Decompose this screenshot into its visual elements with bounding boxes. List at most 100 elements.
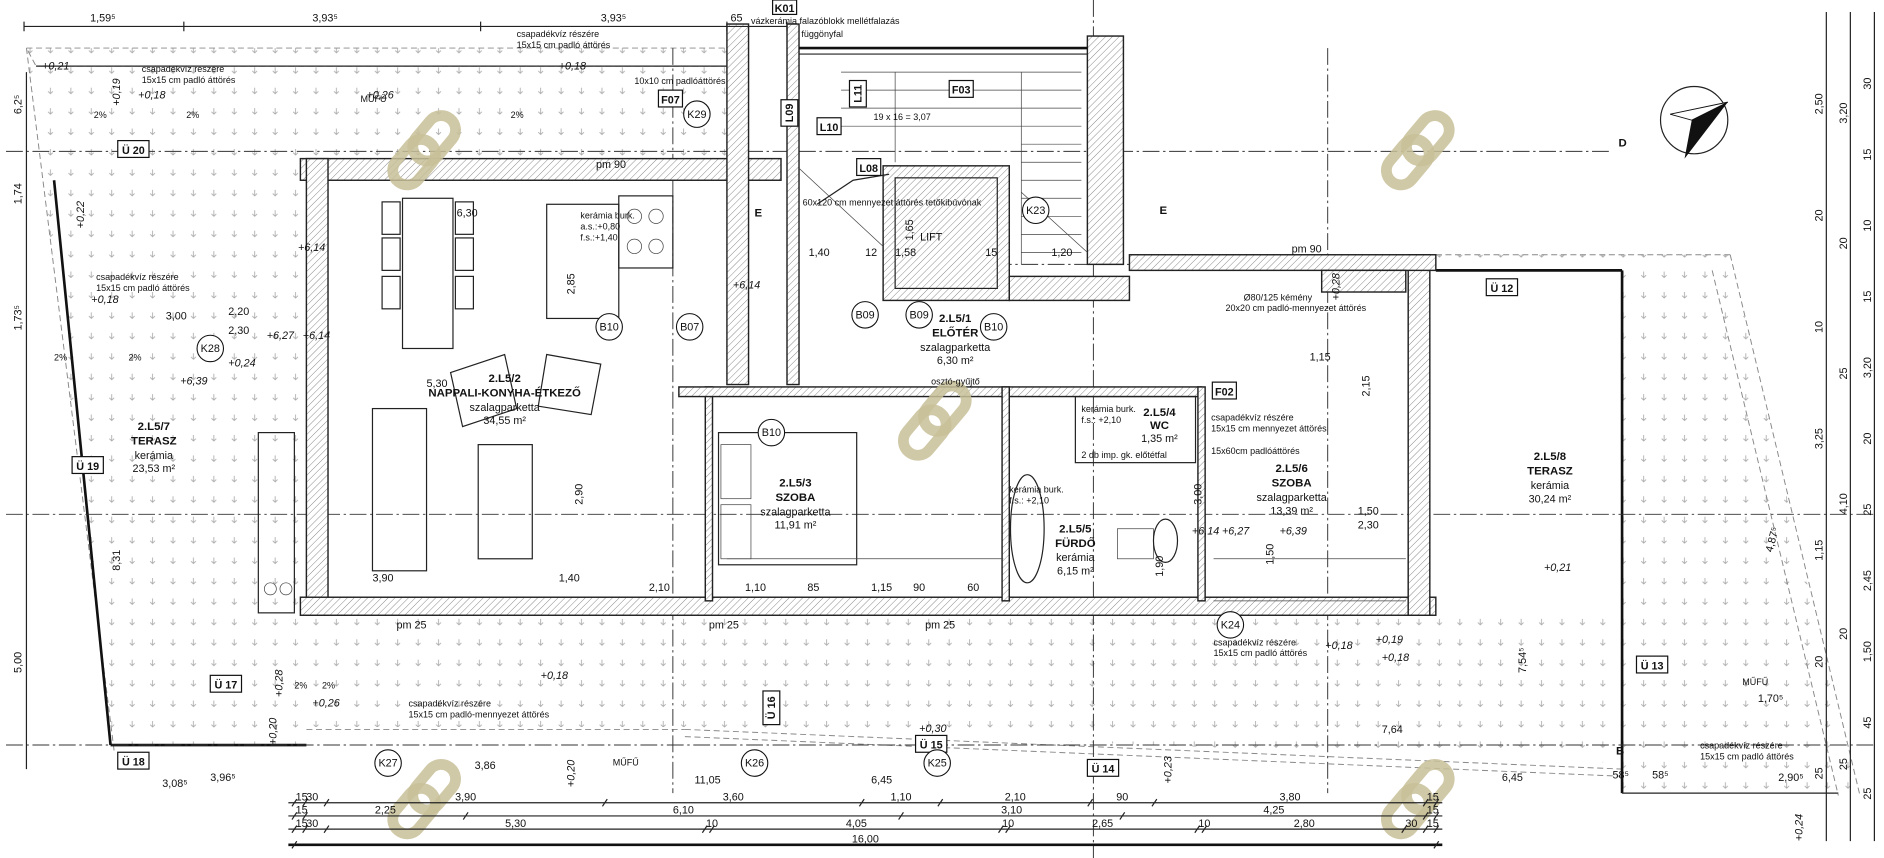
svg-text:1,59⁵: 1,59⁵: [90, 13, 115, 25]
svg-text:1,65: 1,65: [904, 219, 916, 240]
svg-text:K28: K28: [201, 343, 220, 355]
svg-text:2%: 2%: [294, 681, 307, 691]
dimension-label: 15: [1427, 818, 1439, 830]
svg-text:2.L5/7: 2.L5/7: [138, 421, 170, 433]
svg-text:2.L5/6: 2.L5/6: [1275, 463, 1307, 475]
svg-text:MŰFŰ: MŰFŰ: [360, 94, 386, 104]
dimension-label: 4,05: [846, 818, 867, 830]
dimension-tick: [898, 812, 904, 820]
dimension-tick: [1401, 825, 1408, 834]
svg-text:csapadékvíz részére: csapadékvíz részére: [142, 64, 225, 74]
svg-text:+0,18: +0,18: [559, 61, 586, 73]
dimension-label: 25: [1814, 767, 1826, 779]
svg-text:Ü 15: Ü 15: [920, 739, 943, 752]
svg-text:pm 25: pm 25: [925, 619, 955, 631]
dimension-tick: [1194, 825, 1201, 834]
svg-text:2.L5/5: 2.L5/5: [1059, 523, 1092, 535]
top-dimension-line: 1,59⁵ 3,93⁵ 3,93⁵ 65: [23, 13, 788, 32]
dimension-label: 15: [1427, 791, 1439, 803]
dimension-tick: [1433, 840, 1440, 849]
dimension-label: 2,45: [1862, 570, 1874, 591]
dimension-tick: [323, 825, 330, 834]
dimension-tick: [858, 798, 865, 807]
svg-text:5,30: 5,30: [427, 378, 448, 390]
svg-text:csapadékvíz részére: csapadékvíz részére: [517, 29, 600, 39]
svg-text:1,73⁵: 1,73⁵: [13, 305, 25, 331]
dimension-label: 5,30: [505, 818, 526, 830]
room-label-bedroom-2: 2.L5/6 SZOBA szalagparketta 13,39 m²: [1257, 463, 1327, 517]
svg-text:6,30 m²: 6,30 m²: [937, 355, 974, 367]
svg-text:1,15: 1,15: [1310, 352, 1331, 364]
inner-dimensions: 6,30 5,30 3,90 1,40 3,00 2,20 2,30 2,85 …: [162, 207, 1804, 790]
svg-text:f.s.: +2,10: f.s.: +2,10: [1009, 496, 1049, 506]
svg-text:1,50: 1,50: [1265, 544, 1277, 565]
dimension-tick: [998, 825, 1004, 834]
svg-text:kerámia: kerámia: [1531, 480, 1569, 492]
svg-text:7,54⁵: 7,54⁵: [1517, 647, 1529, 673]
svg-text:MŰFŰ: MŰFŰ: [1742, 677, 1768, 687]
svg-text:2%: 2%: [322, 681, 335, 691]
svg-text:+0,24: +0,24: [1793, 814, 1805, 841]
svg-text:90: 90: [913, 582, 925, 594]
svg-text:15x15 cm padló áttörés: 15x15 cm padló áttörés: [1700, 751, 1794, 761]
svg-text:szalagparketta: szalagparketta: [1257, 492, 1327, 504]
svg-text:1,90: 1,90: [1154, 556, 1166, 577]
svg-text:2.L5/8: 2.L5/8: [1534, 451, 1566, 463]
svg-text:15: 15: [985, 247, 997, 259]
axis-label-e: E: [1159, 205, 1167, 217]
svg-text:K25: K25: [928, 758, 947, 770]
svg-text:2%: 2%: [129, 353, 142, 363]
svg-text:+6,39: +6,39: [180, 376, 207, 388]
svg-text:TERASZ: TERASZ: [131, 436, 177, 448]
svg-text:2%: 2%: [54, 353, 67, 363]
dimension-tick: [291, 825, 298, 834]
svg-text:K23: K23: [1026, 205, 1045, 217]
dimension-label: 10: [1198, 818, 1210, 830]
svg-text:f.s.: +2,10: f.s.: +2,10: [1081, 415, 1121, 425]
svg-text:1,40: 1,40: [809, 247, 830, 259]
svg-text:3,00: 3,00: [166, 311, 187, 323]
dimension-label: 3,10: [1001, 805, 1022, 817]
svg-text:2%: 2%: [94, 110, 107, 120]
room-label-terrace-right: 2.L5/8 TERASZ kerámia 30,24 m²: [1527, 451, 1573, 505]
svg-text:+0,19: +0,19: [111, 78, 123, 105]
svg-text:58⁵: 58⁵: [1612, 770, 1628, 782]
dimension-label: 3,20: [1862, 357, 1874, 378]
dimension-label: 25: [1862, 504, 1874, 516]
svg-text:15x15 cm padló-mennyezet áttör: 15x15 cm padló-mennyezet áttörés: [409, 709, 550, 719]
svg-text:60x120 cm mennyezet áttörés te: 60x120 cm mennyezet áttörés tetőkibúvóna…: [803, 197, 982, 207]
svg-text:6,2⁵: 6,2⁵: [13, 95, 25, 115]
svg-text:F03: F03: [952, 85, 971, 97]
svg-text:+6,14: +6,14: [1192, 526, 1219, 538]
dimension-label: 25: [1862, 788, 1874, 800]
svg-text:B10: B10: [984, 321, 1003, 333]
svg-text:11,91 m²: 11,91 m²: [775, 520, 817, 532]
svg-text:3,86: 3,86: [475, 760, 496, 772]
svg-text:pm 90: pm 90: [1292, 243, 1322, 255]
circle-tag-labels: K29 K28 K27 K26 K25 K24 K23 B10 B07 B09 …: [201, 109, 1240, 770]
svg-text:L08: L08: [859, 163, 878, 175]
dimension-label: 10: [706, 818, 718, 830]
dimension-tick: [1119, 812, 1126, 820]
svg-text:2.L5/3: 2.L5/3: [779, 478, 811, 490]
svg-text:2,90: 2,90: [574, 484, 586, 505]
dimension-label: 15: [296, 791, 308, 803]
dimension-label: 3,25: [1814, 428, 1826, 449]
dimension-tick: [291, 812, 298, 820]
svg-text:f.s.:+1,40: f.s.:+1,40: [580, 232, 617, 242]
svg-text:5,00: 5,00: [13, 652, 25, 673]
svg-text:2,30: 2,30: [228, 325, 249, 337]
dimension-tick: [1005, 825, 1011, 834]
dimension-tick: [1422, 798, 1429, 807]
dimension-label: 16,00: [852, 833, 879, 845]
dimension-label: 25: [1838, 758, 1850, 770]
svg-text:vázkerámia falazóblokk mellétf: vázkerámia falazóblokk mellétfalazás: [751, 16, 900, 26]
svg-text:+0,18: +0,18: [1382, 652, 1409, 664]
dimension-label: 3,60: [723, 791, 744, 803]
dimension-label: 4,25: [1263, 805, 1284, 817]
svg-text:kerámia burk.: kerámia burk.: [1081, 404, 1136, 414]
dimension-tick: [462, 812, 469, 820]
dimension-label: 1,10: [891, 791, 912, 803]
svg-text:+0,18: +0,18: [91, 294, 118, 306]
elevation-markers: +0,21 +0,19 +0,18 +0,26 +0,18 +0,22 +0,1…: [42, 61, 1805, 841]
